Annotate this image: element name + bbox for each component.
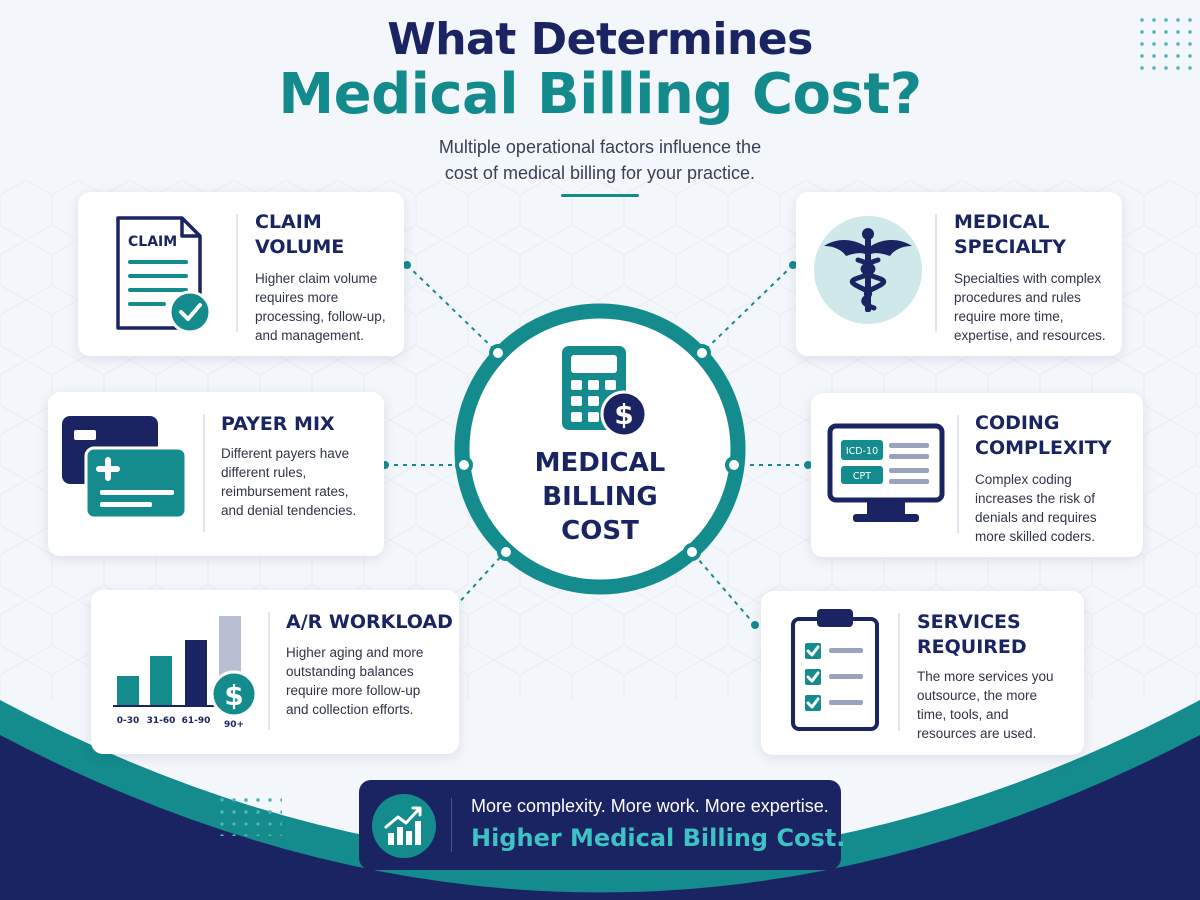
desc-line: require more follow-up xyxy=(286,683,421,698)
services-required-description: The more services you outsource, the mor… xyxy=(917,667,1054,743)
desc-line: processing, follow-up, xyxy=(255,309,386,324)
claim-volume-description: Higher claim volume requires more proces… xyxy=(255,269,386,345)
hub-label-line1: MEDICAL xyxy=(534,448,666,478)
medical-specialty-title-line1: MEDICAL xyxy=(954,211,1050,233)
desc-line: outstanding balances xyxy=(286,664,414,679)
svg-text:$: $ xyxy=(614,398,633,431)
hub-label-line3: COST xyxy=(561,516,639,546)
factor-card-ar-workload: $ 0-30 31-60 61-90 90+ A/R WORKLOAD High… xyxy=(91,590,459,754)
page-title-line2: Medical Billing Cost? xyxy=(278,62,922,127)
desc-line: more skilled coders. xyxy=(975,529,1096,544)
decorative-dots-bottom-left xyxy=(216,794,282,836)
growth-chart-icon xyxy=(372,794,436,858)
hub-label: MEDICAL BILLING COST xyxy=(500,446,700,548)
factor-card-payer-mix: PAYER MIX Different payers have differen… xyxy=(48,392,384,556)
desc-line: Complex coding xyxy=(975,472,1072,487)
claim-volume-title: CLAIM VOLUME xyxy=(255,210,344,260)
desc-line: and management. xyxy=(255,328,364,343)
factor-card-coding-complexity: ICD-10 CPT CODING COMPLEXITY Complex cod… xyxy=(811,393,1143,557)
insurance-cards-icon xyxy=(62,416,188,520)
payer-mix-title: PAYER MIX xyxy=(221,412,335,437)
desc-line: increases the risk of xyxy=(975,491,1096,506)
calculator-dollar-icon: $ xyxy=(562,346,648,438)
desc-line: and collection efforts. xyxy=(286,702,414,717)
computer-monitor-codes-icon: ICD-10 CPT xyxy=(827,423,945,522)
desc-line: requires more xyxy=(255,290,339,305)
desc-line: Higher claim volume xyxy=(255,271,378,286)
icd-10-label: ICD-10 xyxy=(846,446,878,457)
subtitle-line2: cost of medical billing for your practic… xyxy=(444,163,756,183)
desc-line: resources are used. xyxy=(917,726,1037,741)
desc-line: and denial tendencies. xyxy=(221,503,357,518)
ar-workload-description: Higher aging and more outstanding balanc… xyxy=(286,643,423,719)
hub-label-line2: BILLING xyxy=(542,482,658,512)
coding-complexity-description: Complex coding increases the risk of den… xyxy=(975,470,1097,546)
coding-complexity-title-line1: CODING xyxy=(975,412,1060,434)
desc-line: denials and requires xyxy=(975,510,1097,525)
claim-icon-text: CLAIM xyxy=(128,234,177,250)
factor-card-medical-specialty: MEDICAL SPECIALTY Specialties with compl… xyxy=(796,192,1122,356)
summary-banner: More complexity. More work. More experti… xyxy=(359,780,845,870)
caduceus-icon xyxy=(814,216,922,324)
desc-line: Higher aging and more xyxy=(286,645,424,660)
payer-mix-title-line1: PAYER MIX xyxy=(221,413,335,435)
claim-document-check-icon: CLAIM xyxy=(116,216,212,334)
medical-specialty-title-line2: SPECIALTY xyxy=(954,236,1066,258)
clipboard-checklist-icon xyxy=(791,609,879,731)
desc-line: require more time, xyxy=(954,309,1064,324)
ar-workload-title: A/R WORKLOAD xyxy=(286,610,453,635)
page-subtitle: Multiple operational factors influence t… xyxy=(350,134,850,186)
ar-workload-title-line1: A/R WORKLOAD xyxy=(286,611,453,633)
services-required-title-line2: REQUIRED xyxy=(917,636,1027,658)
coding-complexity-title-line2: COMPLEXITY xyxy=(975,437,1112,459)
desc-line: Different payers have xyxy=(221,446,350,461)
banner-line1: More complexity. More work. More experti… xyxy=(471,796,829,816)
aging-bar-chart-icon: $ 0-30 31-60 61-90 90+ xyxy=(113,616,258,730)
desc-line: expertise, and resources. xyxy=(954,328,1106,343)
payer-mix-description: Different payers have different rules, r… xyxy=(221,444,356,520)
banner-line2: Higher Medical Billing Cost. xyxy=(471,824,846,852)
bar-label-0-30: 0-30 xyxy=(117,716,140,726)
medical-specialty-title: MEDICAL SPECIALTY xyxy=(954,210,1066,260)
desc-line: procedures and rules xyxy=(954,290,1081,305)
services-required-title-line1: SERVICES xyxy=(917,611,1021,633)
services-required-title: SERVICES REQUIRED xyxy=(917,610,1027,660)
factor-card-claim-volume: CLAIM CLAIM VOLUME Higher claim volume r… xyxy=(78,192,404,356)
decorative-dots-top-right xyxy=(1136,14,1196,74)
svg-text:$: $ xyxy=(224,679,243,712)
cpt-label: CPT xyxy=(853,471,871,482)
banner-divider xyxy=(451,798,452,852)
page-title-line1: What Determines xyxy=(387,14,813,65)
factor-card-services-required: SERVICES REQUIRED The more services you … xyxy=(761,591,1084,755)
bar-label-61-90: 61-90 xyxy=(182,716,211,726)
desc-line: The more services you xyxy=(917,669,1054,684)
desc-line: Specialties with complex xyxy=(954,271,1102,286)
desc-line: different rules, xyxy=(221,465,307,480)
medical-specialty-description: Specialties with complex procedures and … xyxy=(954,269,1106,345)
desc-line: outsource, the more xyxy=(917,688,1038,703)
title-underline xyxy=(561,194,639,197)
desc-line: reimbursement rates, xyxy=(221,484,349,499)
coding-complexity-title: CODING COMPLEXITY xyxy=(975,411,1111,461)
subtitle-line1: Multiple operational factors influence t… xyxy=(438,137,762,157)
bar-label-31-60: 31-60 xyxy=(147,716,176,726)
desc-line: time, tools, and xyxy=(917,707,1009,722)
claim-volume-title-line2: VOLUME xyxy=(255,236,345,258)
bar-label-90-plus: 90+ xyxy=(224,720,244,730)
claim-volume-title-line1: CLAIM xyxy=(255,211,322,233)
